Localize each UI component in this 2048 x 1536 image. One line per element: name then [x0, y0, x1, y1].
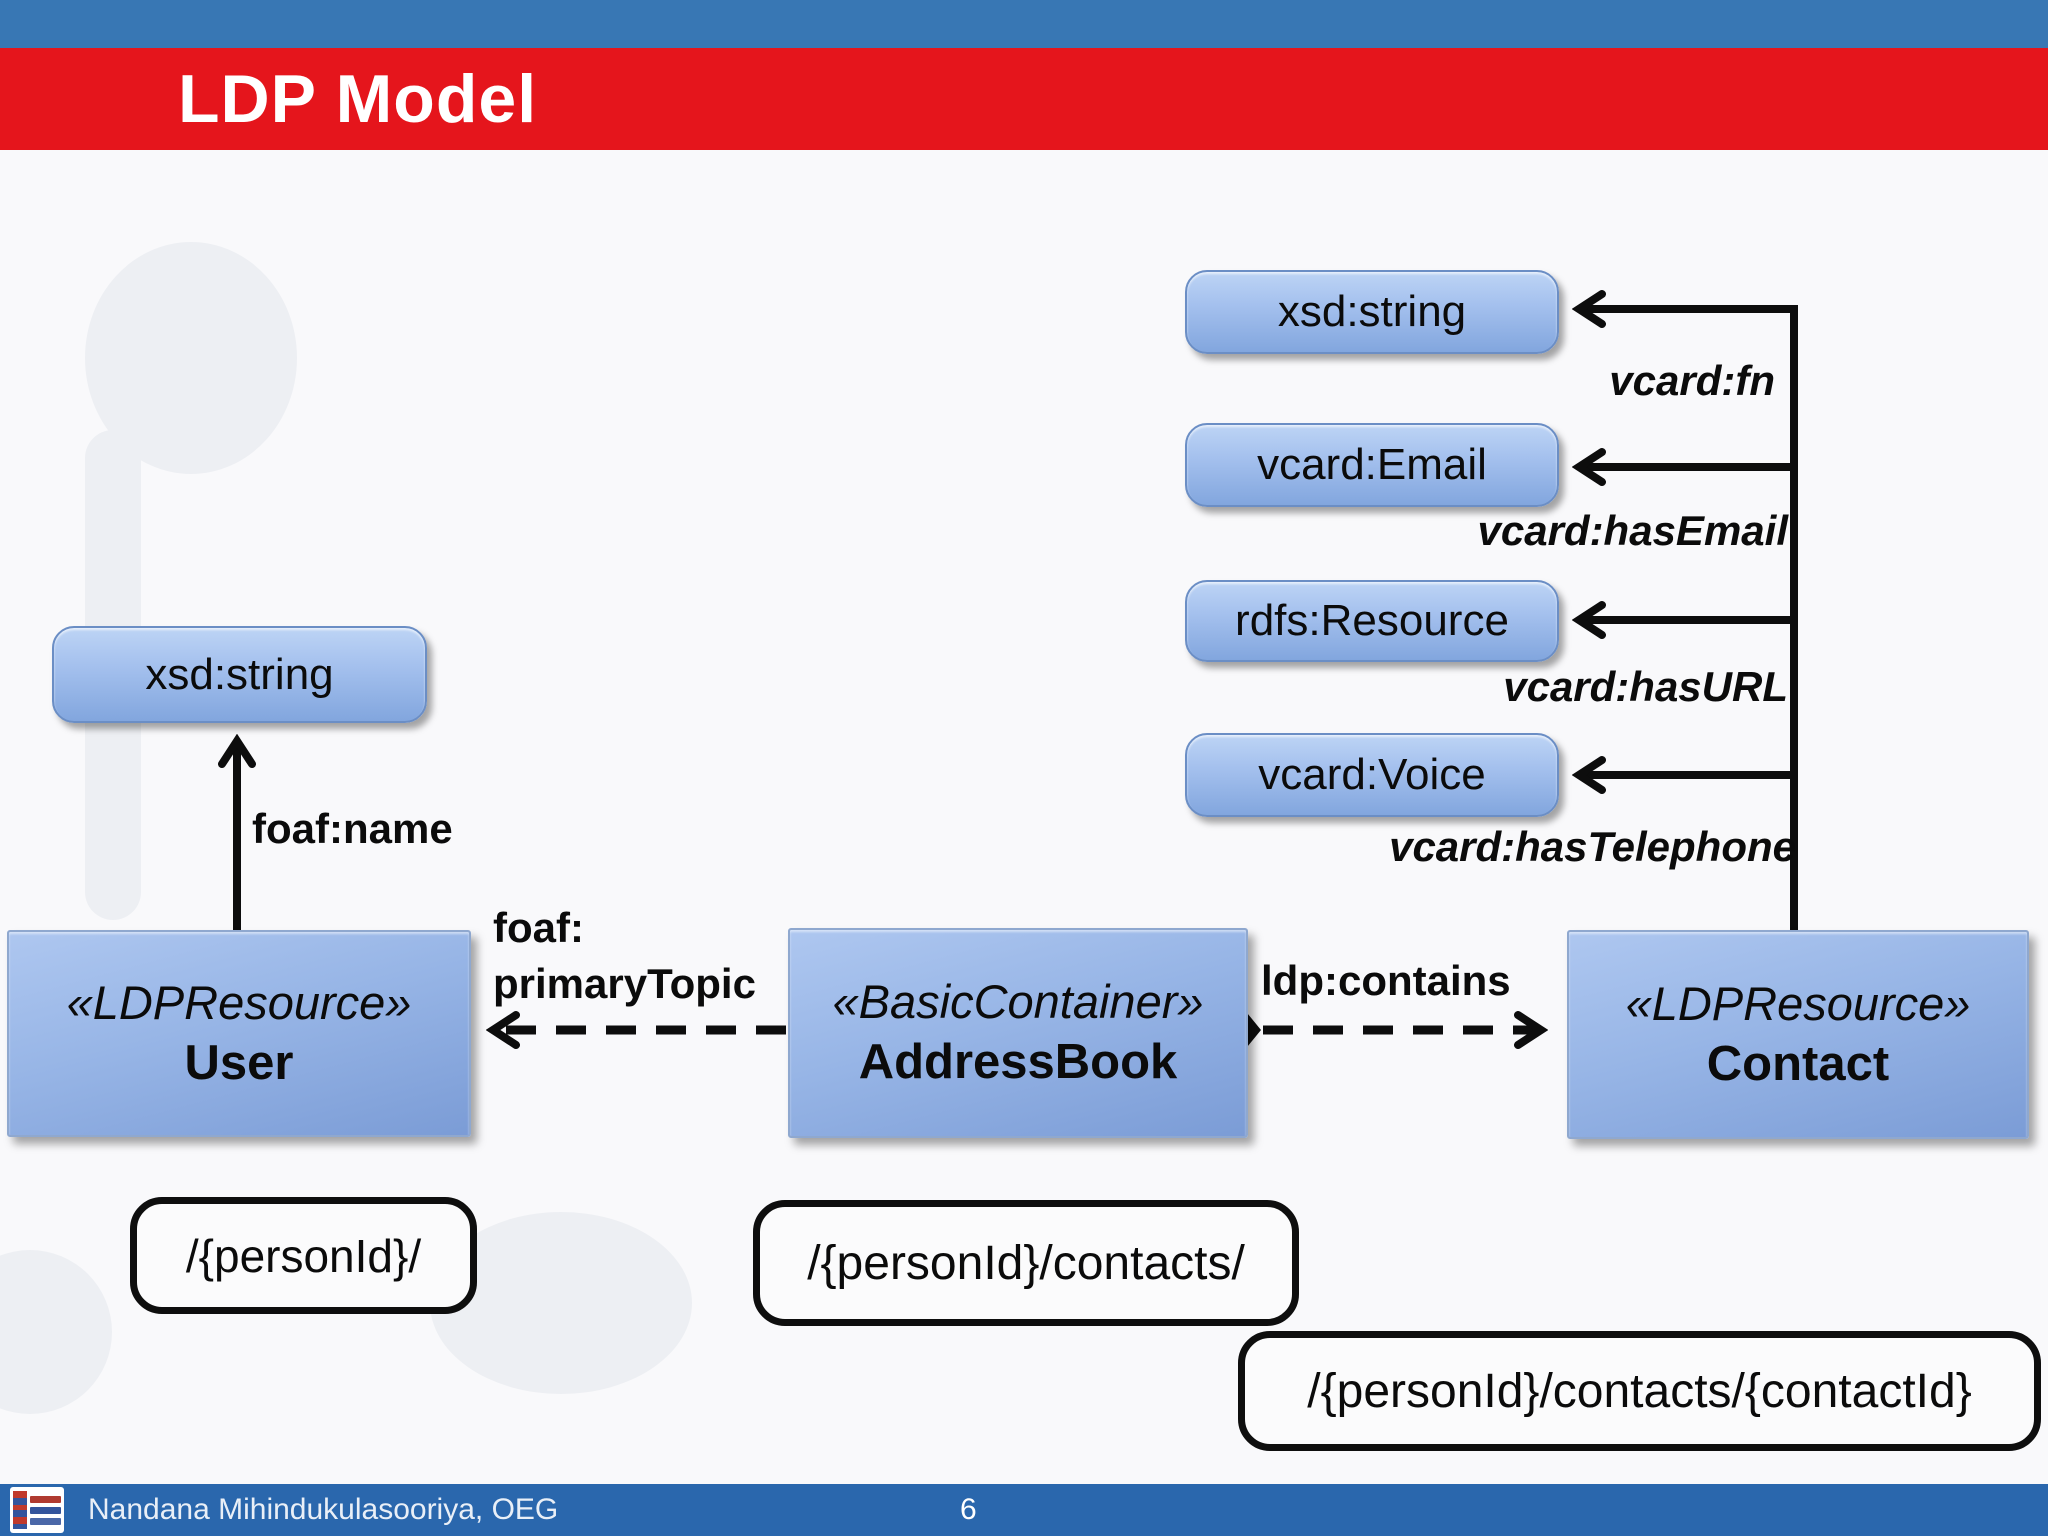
uri-template-pill-contacts: /{personId}/contacts/	[753, 1200, 1299, 1326]
uri-template-text: /{personId}/	[185, 1229, 422, 1282]
class-node-addressbook: «BasicContainer» AddressBook	[788, 928, 1248, 1138]
uri-template-text: /{personId}/contacts/	[807, 1236, 1245, 1290]
edge-label-ldp-contains: ldp:contains	[1261, 957, 1511, 1004]
datatype-label: xsd:string	[145, 649, 334, 699]
vcard-fn-arrow	[1580, 309, 1798, 932]
uri-template-pill-contact-id: /{personId}/contacts/{contactId}	[1238, 1331, 2041, 1451]
datatype-label: vcard:Email	[1257, 440, 1487, 489]
slide-title: LDP Model	[178, 61, 538, 137]
stereotype-label: «LDPResource»	[1625, 976, 1971, 1030]
datatype-node-xsd-string-right: xsd:string	[1185, 270, 1559, 354]
top-accent-bar	[0, 0, 2048, 48]
datatype-node-xsd-string-left: xsd:string	[52, 626, 427, 723]
uri-template-text: /{personId}/contacts/{contactId}	[1307, 1364, 1972, 1418]
edge-label-foaf-primary-topic: foaf: primaryTopic	[493, 900, 756, 1012]
edge-label-vcard-has-telephone: vcard:hasTelephone	[1389, 823, 1796, 870]
oeg-logo-textlines	[30, 1495, 61, 1525]
class-name: Contact	[1706, 1036, 1890, 1091]
datatype-node-vcard-voice: vcard:Voice	[1185, 733, 1559, 817]
title-bar: LDP Model	[0, 48, 2048, 150]
footer-page-number: 6	[960, 1493, 977, 1526]
class-node-contact: «LDPResource» Contact	[1567, 930, 2029, 1139]
stereotype-label: «BasicContainer»	[832, 975, 1204, 1028]
datatype-label: xsd:string	[1277, 287, 1467, 336]
edge-label-line: primaryTopic	[493, 960, 756, 1007]
datatype-label: rdfs:Resource	[1235, 596, 1509, 645]
edge-label-vcard-has-url: vcard:hasURL	[1503, 663, 1788, 710]
stereotype-label: «LDPResource»	[66, 975, 412, 1029]
edge-label-foaf-name: foaf:name	[252, 805, 453, 852]
oeg-logo	[10, 1487, 64, 1533]
class-node-user: «LDPResource» User	[7, 930, 471, 1137]
uri-template-pill-person: /{personId}/	[130, 1197, 477, 1314]
footer-bar	[0, 1484, 2048, 1536]
datatype-node-vcard-email: vcard:Email	[1185, 423, 1559, 507]
datatype-node-rdfs-resource: rdfs:Resource	[1185, 580, 1559, 662]
footer-author: Nandana Mihindukulasooriya, OEG	[88, 1493, 559, 1526]
edge-label-vcard-has-email: vcard:hasEmail	[1477, 507, 1789, 554]
class-name: User	[184, 1035, 294, 1090]
datatype-label: vcard:Voice	[1258, 750, 1486, 799]
edge-label-line: foaf:	[493, 904, 584, 951]
oeg-logo-mosaic	[13, 1491, 27, 1529]
class-name: AddressBook	[858, 1035, 1178, 1089]
edge-label-vcard-fn: vcard:fn	[1609, 357, 1775, 404]
